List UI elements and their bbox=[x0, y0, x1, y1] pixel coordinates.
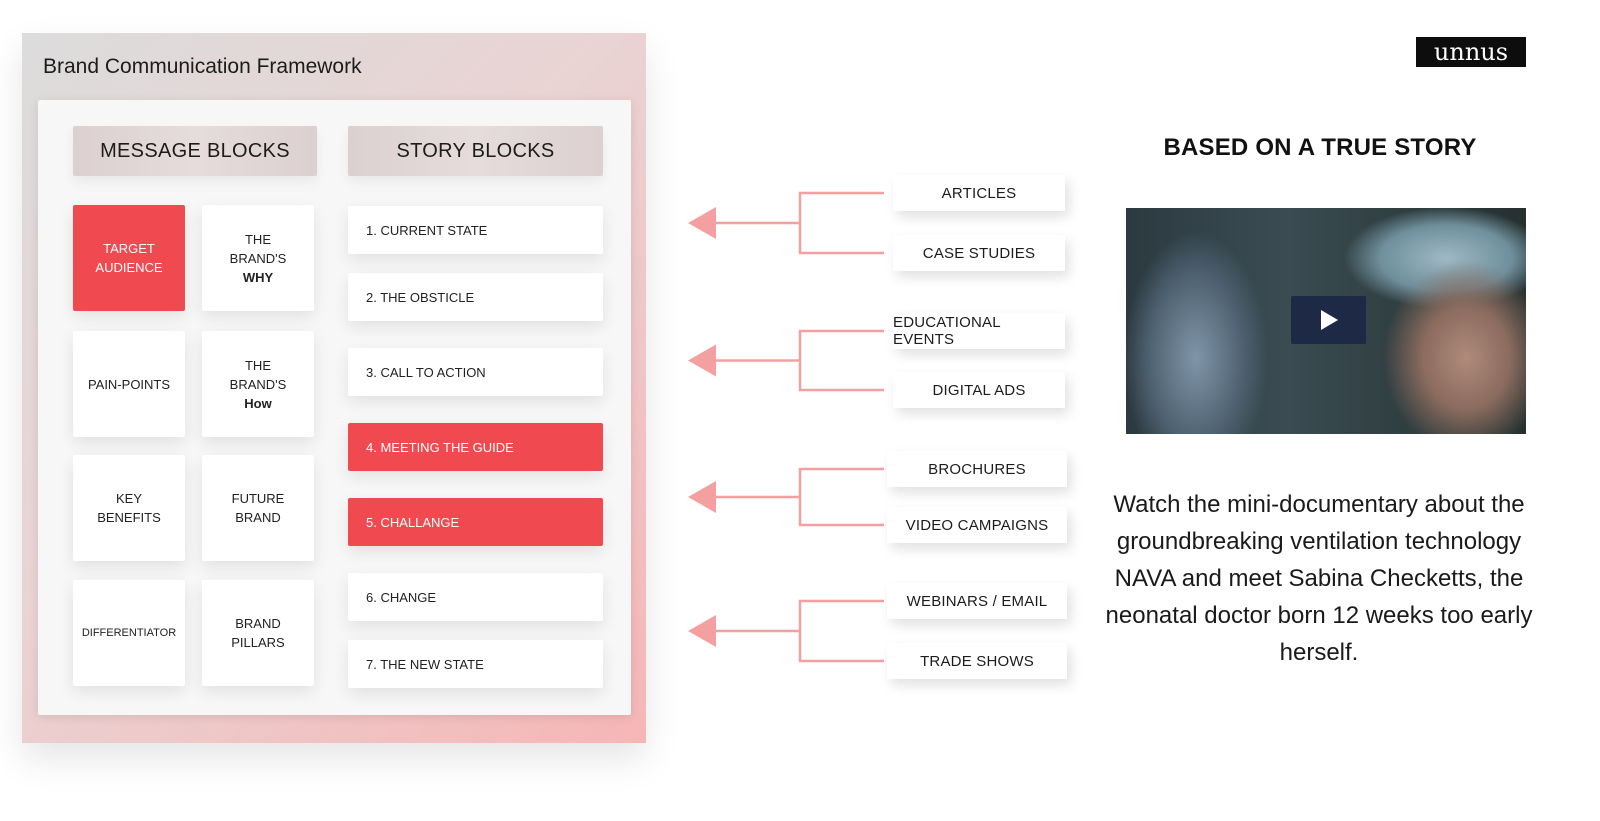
story-block: 6. CHANGE bbox=[348, 573, 603, 621]
message-block-line: FUTURE bbox=[231, 491, 285, 506]
framework-title: Brand Communication Framework bbox=[43, 55, 362, 78]
connector-bracket bbox=[714, 467, 884, 527]
arrow-left-icon bbox=[688, 615, 716, 647]
arrow-left-icon bbox=[688, 207, 716, 239]
video-thumbnail[interactable] bbox=[1126, 208, 1526, 434]
story-block: 1. CURRENT STATE bbox=[348, 206, 603, 254]
channel-label: BROCHURES bbox=[887, 451, 1067, 487]
channel-label: CASE STUDIES bbox=[893, 235, 1065, 271]
message-block-line: THE bbox=[244, 357, 271, 373]
channel-label: WEBINARS / EMAIL bbox=[887, 583, 1067, 619]
arrow-left-icon bbox=[688, 481, 716, 513]
message-block-line: DIFFERENTIATOR bbox=[81, 626, 177, 639]
message-block-text: PAIN-POINTS bbox=[88, 375, 170, 394]
story-block-label: 5. CHALLANGE bbox=[366, 514, 460, 530]
story-block: 5. CHALLANGE bbox=[348, 498, 603, 546]
message-block: KEY BENEFITS bbox=[73, 455, 185, 561]
arrow-left-icon bbox=[688, 344, 716, 377]
message-block: THE BRAND'S How bbox=[202, 331, 314, 437]
message-block-emphasis: WHY bbox=[242, 269, 274, 285]
message-block-line: BRAND bbox=[235, 616, 281, 631]
message-block-text: TARGET AUDIENCE bbox=[95, 239, 162, 277]
connector-bracket bbox=[714, 191, 884, 255]
framework-panel: Brand Communication Framework MESSAGE BL… bbox=[22, 33, 646, 743]
message-block-line: PILLARS bbox=[231, 635, 285, 650]
message-block-line: TARGET bbox=[103, 241, 155, 256]
play-button[interactable] bbox=[1291, 296, 1366, 344]
story-block-label: 1. CURRENT STATE bbox=[366, 222, 488, 238]
connector-bracket bbox=[714, 599, 884, 663]
story-title: BASED ON A TRUE STORY bbox=[1163, 134, 1477, 161]
story-block-label: 4. MEETING THE GUIDE bbox=[366, 439, 514, 455]
message-block-line: PAIN-POINTS bbox=[87, 376, 171, 392]
message-block-line: KEY bbox=[115, 491, 142, 506]
message-block: FUTURE BRAND bbox=[202, 455, 314, 561]
channel-label: TRADE SHOWS bbox=[887, 643, 1067, 679]
message-block-text: KEY BENEFITS bbox=[97, 489, 161, 527]
story-block-label: 7. THE NEW STATE bbox=[366, 656, 484, 672]
framework-inner-panel: MESSAGE BLOCKS STORY BLOCKS TARGET AUDIEN… bbox=[38, 100, 631, 715]
message-block-line: BRAND'S bbox=[229, 250, 287, 266]
story-block: 3. CALL TO ACTION bbox=[348, 348, 603, 396]
message-block-text: BRAND PILLARS bbox=[231, 614, 284, 652]
play-icon bbox=[1320, 310, 1338, 330]
story-block: 7. THE NEW STATE bbox=[348, 640, 603, 688]
message-block: THE BRAND'S WHY bbox=[202, 205, 314, 311]
message-block: TARGET AUDIENCE bbox=[73, 205, 185, 311]
message-block-line: BENEFITS bbox=[97, 510, 161, 525]
message-block-text: FUTURE BRAND bbox=[232, 489, 285, 527]
story-block-label: 6. CHANGE bbox=[366, 589, 437, 605]
message-block-text: DIFFERENTIATOR bbox=[82, 624, 176, 643]
channel-label: EDUCATIONAL EVENTS bbox=[893, 313, 1065, 349]
message-block: BRAND PILLARS bbox=[202, 580, 314, 686]
story-blocks-header: STORY BLOCKS bbox=[348, 126, 603, 176]
message-block-line: BRAND'S bbox=[229, 376, 287, 392]
message-blocks-header: MESSAGE BLOCKS bbox=[73, 126, 317, 176]
message-block: DIFFERENTIATOR bbox=[73, 580, 185, 686]
message-block-line: BRAND bbox=[235, 510, 281, 525]
story-description: Watch the mini-documentary about the gro… bbox=[1105, 491, 1533, 666]
story-block: 4. MEETING THE GUIDE bbox=[348, 423, 603, 471]
channel-label: DIGITAL ADS bbox=[893, 372, 1065, 408]
brand-logo: unnus bbox=[1416, 37, 1526, 67]
story-block-label: 3. CALL TO ACTION bbox=[366, 364, 486, 380]
message-block-text: THE BRAND'S How bbox=[230, 356, 287, 413]
story-block: 2. THE OBSTICLE bbox=[348, 273, 603, 321]
connector-bracket bbox=[714, 329, 884, 392]
message-block: PAIN-POINTS bbox=[73, 331, 185, 437]
channel-label: ARTICLES bbox=[893, 175, 1065, 211]
message-block-line: AUDIENCE bbox=[95, 260, 163, 275]
channel-label: VIDEO CAMPAIGNS bbox=[887, 507, 1067, 543]
message-block-line: THE bbox=[244, 231, 271, 247]
message-block-emphasis: How bbox=[244, 395, 272, 411]
message-block-text: THE BRAND'S WHY bbox=[230, 230, 287, 287]
story-block-label: 2. THE OBSTICLE bbox=[366, 289, 475, 305]
